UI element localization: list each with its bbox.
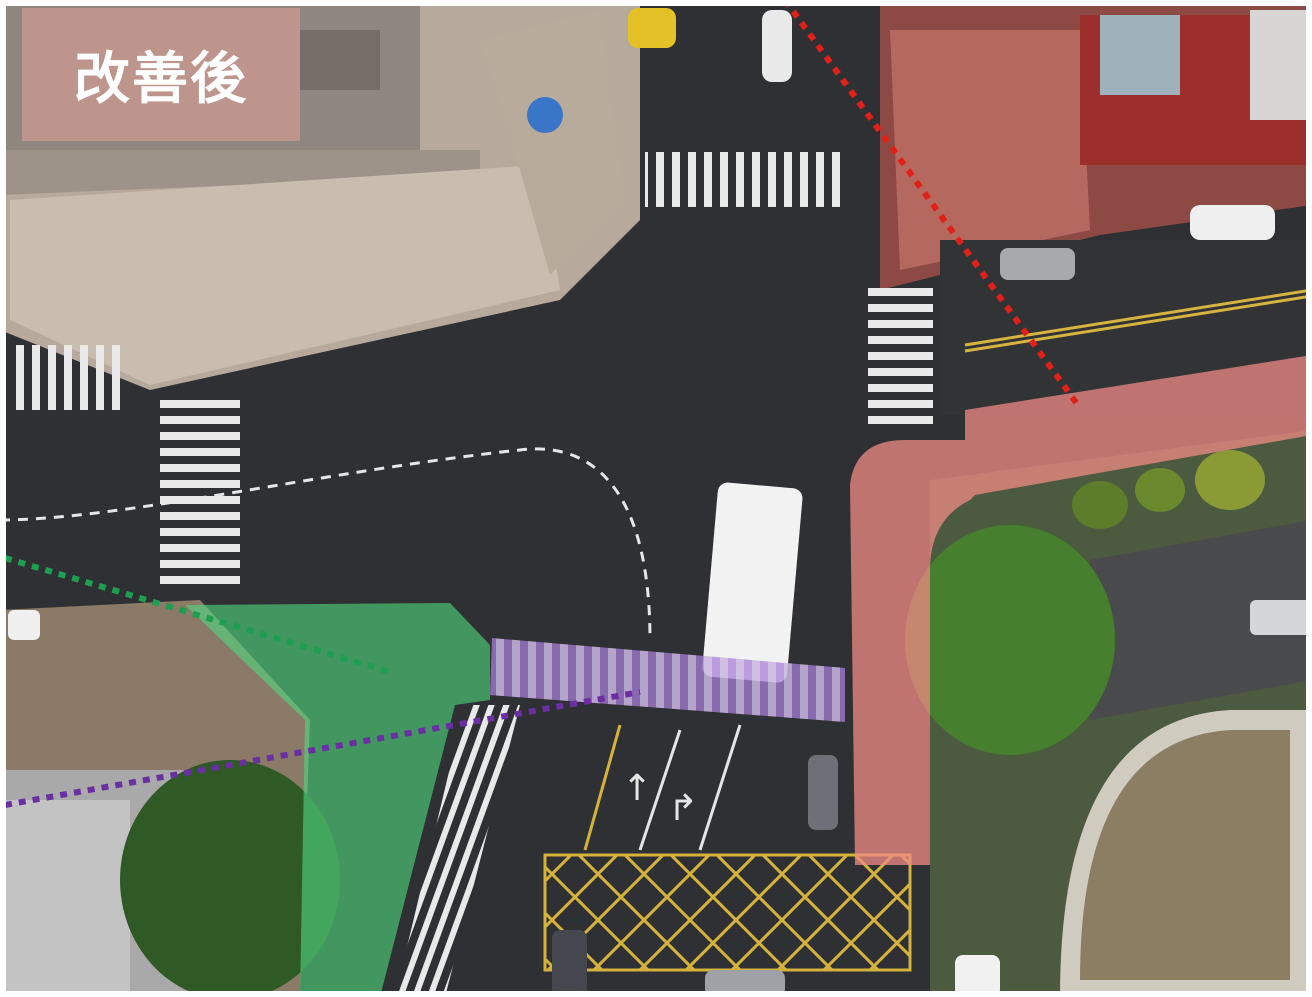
arrow-straight-right-marking: ↱ — [668, 788, 698, 829]
car-left-white — [8, 610, 40, 640]
green-dotted-line — [4, 555, 391, 675]
car-bottom-right — [955, 955, 1000, 997]
car-top-white — [762, 10, 792, 82]
car-taxi — [628, 8, 676, 48]
crosswalk-far-left — [10, 345, 125, 410]
crosswalk-right — [868, 285, 933, 430]
green-highlight-area — [185, 603, 490, 997]
crosswalk-left — [160, 400, 240, 585]
arrow-straight-marking: ↑ — [622, 768, 652, 809]
purple-dotted-line — [4, 689, 641, 808]
car-bottom-gray — [808, 755, 838, 830]
car-bottom-dark — [552, 930, 587, 997]
car-right-white — [1190, 205, 1275, 240]
title-label: 改善後 — [22, 8, 300, 141]
car-bottom-center — [705, 970, 785, 997]
red-highlight-sidewalk — [850, 355, 1312, 865]
box-junction — [543, 853, 912, 972]
crosswalk-top — [645, 152, 845, 207]
bus — [702, 482, 803, 683]
hatched-island — [395, 705, 520, 997]
campus-bottom-right — [905, 430, 1312, 997]
building-bottom-left — [0, 600, 340, 997]
car-parking — [1250, 600, 1312, 635]
car-right-gray — [1000, 248, 1075, 280]
